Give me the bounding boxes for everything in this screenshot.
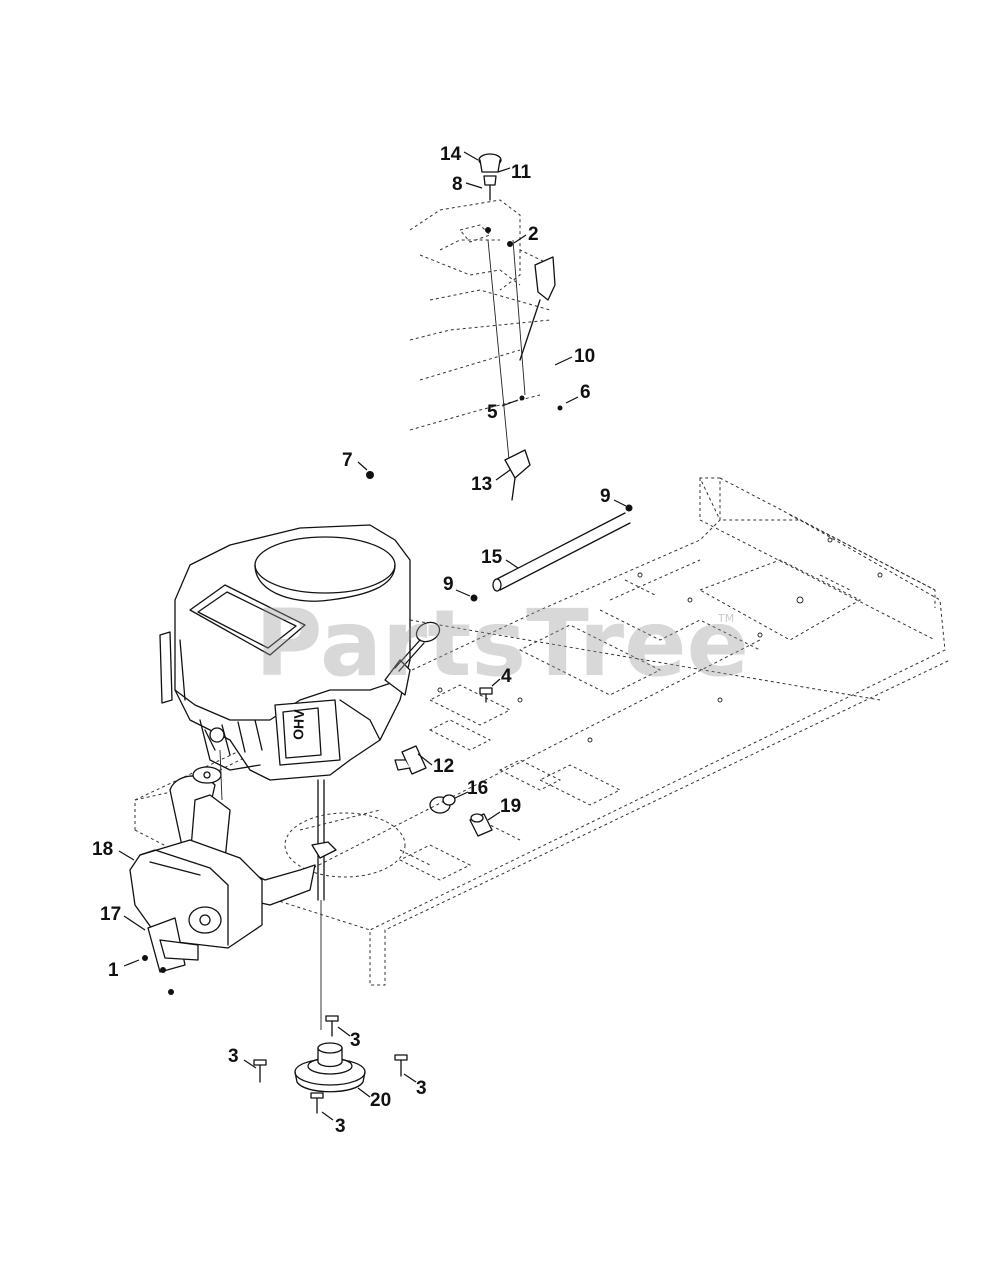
callout-7: 7	[342, 450, 353, 471]
fitting	[394, 745, 427, 775]
bolt-icon	[310, 1092, 324, 1114]
knob	[478, 153, 502, 201]
bushing	[469, 813, 493, 837]
throttle-lever	[504, 256, 563, 501]
callout-10: 10	[574, 346, 595, 367]
svg-text:OHV: OHV	[290, 709, 307, 741]
crankshaft	[311, 779, 337, 1030]
callout-1: 1	[108, 960, 119, 981]
callout-11: 11	[511, 162, 532, 183]
coupler	[429, 794, 456, 814]
screw-icon	[479, 687, 493, 703]
frame-chassis	[134, 477, 951, 986]
engine-control-knob	[394, 621, 441, 672]
callout-18: 18	[92, 839, 113, 860]
callout-9-rod-start: 9	[443, 574, 454, 595]
engine: OHV	[159, 524, 411, 801]
callout-14: 14	[440, 144, 462, 165]
callouts: 14 11 8 2 10 6 5 13 7 9 15 9 4 12 16 19	[92, 144, 627, 1137]
callout-19: 19	[500, 796, 521, 817]
callout-13: 13	[471, 474, 492, 495]
bolt-icon	[325, 1015, 339, 1037]
callout-9-rod-end: 9	[600, 486, 611, 507]
callout-12: 12	[433, 756, 454, 777]
callout-6: 6	[580, 382, 591, 403]
callout-5: 5	[487, 402, 498, 423]
rod	[492, 512, 631, 592]
bolt-icon	[394, 1054, 408, 1077]
callout-3-right: 3	[416, 1078, 427, 1099]
callout-8: 8	[452, 174, 463, 195]
muffler	[129, 839, 263, 973]
callout-15: 15	[481, 547, 503, 568]
callout-20: 20	[370, 1090, 391, 1111]
throttle-cable	[485, 227, 526, 471]
bolt-icon	[253, 1059, 267, 1083]
callout-3-bottom: 3	[335, 1116, 346, 1137]
callout-4: 4	[501, 666, 512, 687]
callout-3-left: 3	[228, 1046, 239, 1067]
callout-16: 16	[467, 778, 488, 799]
callout-17: 17	[100, 904, 121, 925]
callout-2: 2	[528, 224, 539, 245]
pulley	[294, 1042, 366, 1093]
watermark: PartsTree	[255, 590, 749, 697]
dash-panel	[409, 199, 551, 431]
watermark-trademark: TM	[717, 612, 734, 625]
callout-3-top: 3	[350, 1030, 361, 1051]
